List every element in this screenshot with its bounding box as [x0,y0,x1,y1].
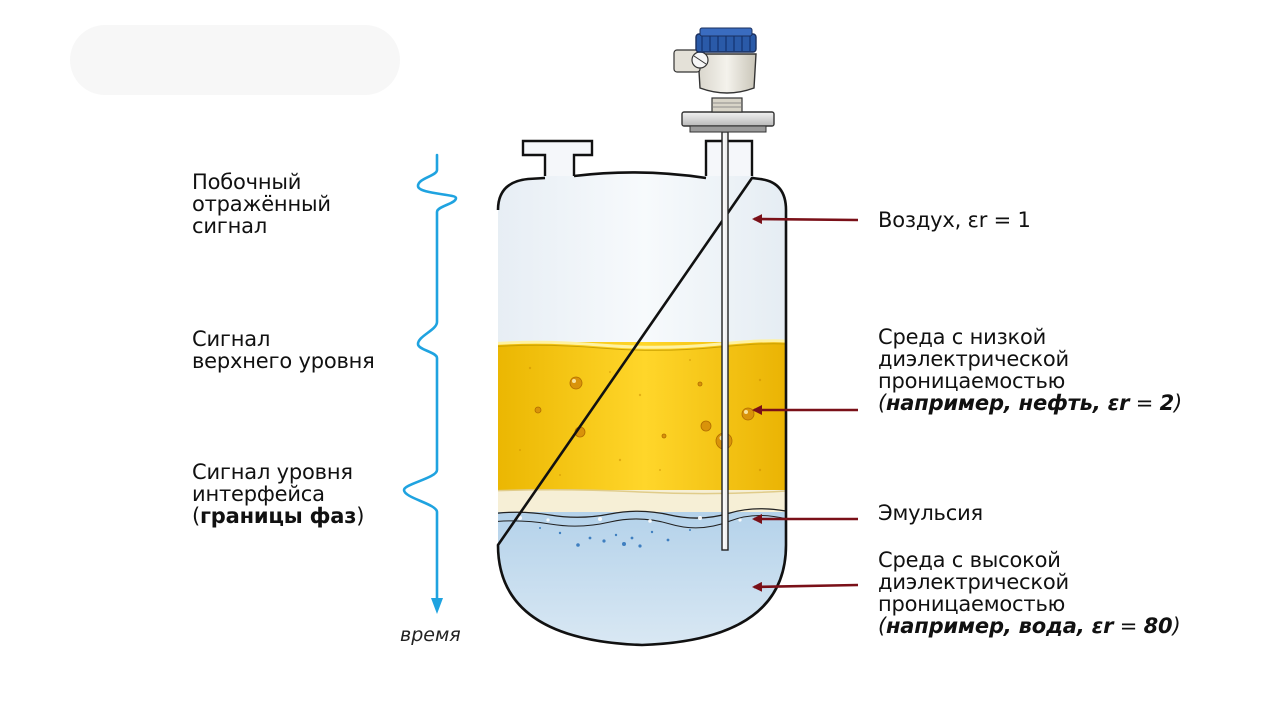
tank-outline [496,171,788,647]
time-axis-label: время [400,624,461,646]
background-blob [70,25,400,95]
arrow-water [752,581,859,592]
tank-nozzle-right [704,139,754,178]
low-permittivity-label: Среда с низкой диэлектрической проницаем… [878,325,1183,415]
signal-trace [402,153,458,607]
emulsion-label: Эмульсия [878,501,983,525]
pointer-arrows [752,214,859,592]
upper-level-signal-label: Сигнал верхнего уровня [192,327,375,373]
radar-level-sensor-icon [673,27,775,133]
time-arrowhead [431,598,443,614]
oil-layer [498,342,786,494]
tank-nozzle-left [521,139,594,178]
tank-contents [498,172,786,645]
air-layer [498,172,786,350]
probe-rod [721,131,729,551]
emulsion-layer [498,490,786,514]
air-label: Воздух, εr = 1 [878,208,1031,232]
water-layer [498,512,786,645]
arrow-air [752,214,859,225]
high-permittivity-label: Среда с высокой диэлектрической проницае… [878,548,1181,638]
spurious-signal-label: Побочный отражённый сигнал [192,170,331,238]
interface-signal-label: Сигнал уровня интерфейса (границы фаз) [192,460,365,528]
